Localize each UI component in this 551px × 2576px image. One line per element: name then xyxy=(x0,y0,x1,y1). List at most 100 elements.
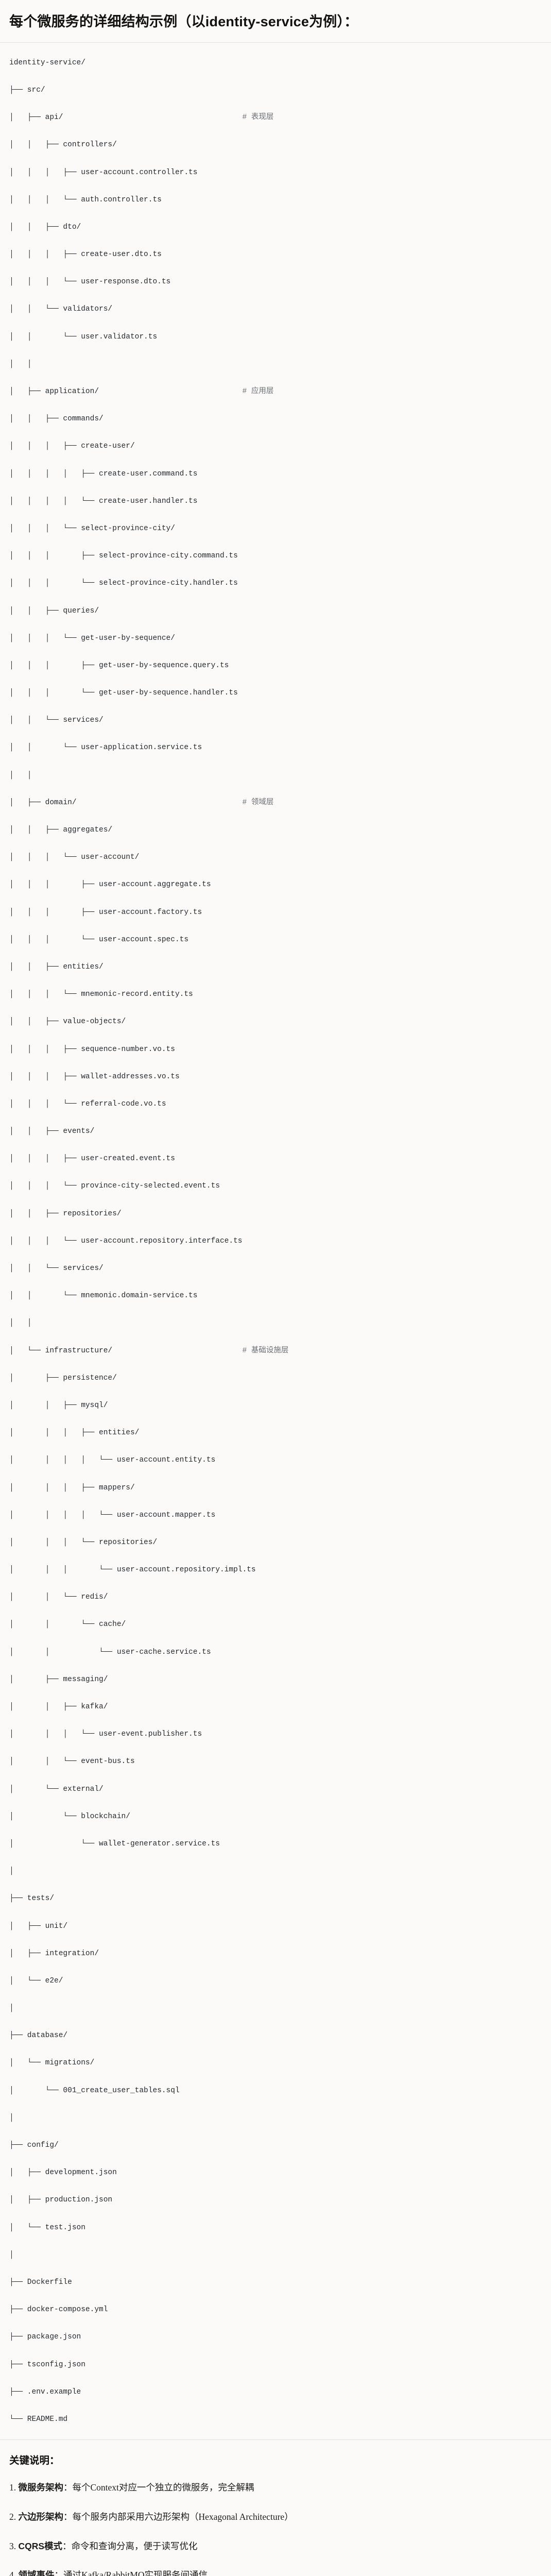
tree-line: │ │ │ │ └── user-account.mapper.ts xyxy=(9,1509,542,1522)
tree-line-path: │ └── migrations/ xyxy=(9,2059,95,2067)
tree-line-path: │ └── test.json xyxy=(9,2223,85,2232)
tree-line-path: │ ├── domain/ xyxy=(9,798,77,807)
tree-line: │ │ │ └── select-province-city.handler.t… xyxy=(9,577,542,590)
tree-line: │ │ ├── mysql/ xyxy=(9,1399,542,1412)
tree-line-path: │ │ │ ├── entities/ xyxy=(9,1429,140,1437)
tree-line: │ │ │ └── repositories/ xyxy=(9,1536,542,1549)
tree-line: └── README.md xyxy=(9,2413,542,2426)
tree-line: │ │ ├── aggregates/ xyxy=(9,823,542,837)
tree-line-path: identity-service/ xyxy=(9,58,85,67)
tree-line-path: │ │ ├── value-objects/ xyxy=(9,1018,126,1026)
tree-line: │ │ └── validators/ xyxy=(9,302,542,316)
tree-line: │ │ └── services/ xyxy=(9,1262,542,1275)
tree-line-path: │ │ ├── commands/ xyxy=(9,415,104,423)
tree-line: │ xyxy=(9,2111,542,2125)
tree-line: │ │ │ ├── create-user/ xyxy=(9,439,542,453)
tree-line-path: │ ├── api/ xyxy=(9,113,63,122)
tree-line: │ │ │ │ └── user-account.entity.ts xyxy=(9,1453,542,1467)
tree-line: │ │ │ └── user-event.publisher.ts xyxy=(9,1727,542,1741)
tree-line: │ │ │ │ ├── create-user.command.ts xyxy=(9,467,542,481)
tree-line: │ │ └── cache/ xyxy=(9,1618,542,1631)
tree-line: │ ├── development.json xyxy=(9,2166,542,2179)
tree-line: │ ├── domain/ # 领域层 xyxy=(9,796,542,809)
tree-line-path: │ │ xyxy=(9,360,32,368)
tree-line-path: ├── tests/ xyxy=(9,1894,55,1903)
tree-line: │ ├── messaging/ xyxy=(9,1673,542,1686)
tree-line-comment: # 应用层 xyxy=(242,387,274,396)
tree-line: │ ├── production.json xyxy=(9,2193,542,2207)
tree-line-path: ├── Dockerfile xyxy=(9,2278,72,2286)
tree-line-path: │ │ │ └── user-account.spec.ts xyxy=(9,935,189,944)
tree-line: │ │ ├── queries/ xyxy=(9,604,542,618)
tree-line: │ │ │ └── province-city-selected.event.t… xyxy=(9,1179,542,1193)
tree-line-path: │ │ └── mnemonic.domain-service.ts xyxy=(9,1292,198,1300)
tree-line: │ │ ├── dto/ xyxy=(9,221,542,234)
tree-line-path: │ ├── messaging/ xyxy=(9,1675,108,1684)
tree-line: ├── .env.example xyxy=(9,2385,542,2399)
tree-line: │ │ │ └── get-user-by-sequence.handler.t… xyxy=(9,686,542,700)
tree-line: │ │ └── redis/ xyxy=(9,1590,542,1604)
tree-line-path: │ │ └── user-application.service.ts xyxy=(9,743,202,752)
tree-line-path: │ │ │ └── user-account.repository.interf… xyxy=(9,1236,243,1245)
tree-line-path: │ │ │ ├── get-user-by-sequence.query.ts xyxy=(9,661,229,670)
tree-line: │ │ xyxy=(9,358,542,371)
tree-line-path: │ │ │ └── user-response.dto.ts xyxy=(9,278,171,286)
tree-line: │ │ │ ├── wallet-addresses.vo.ts xyxy=(9,1070,542,1083)
tree-line: ├── database/ xyxy=(9,2029,542,2042)
tree-line-path: ├── docker-compose.yml xyxy=(9,2306,108,2314)
tree-line-path: │ │ └── user.validator.ts xyxy=(9,332,158,341)
tree-line-path: │ xyxy=(9,1867,14,1876)
key-note-term: 领域事件 xyxy=(18,2570,55,2576)
tree-line-path: │ │ ├── events/ xyxy=(9,1127,95,1136)
tree-line: │ │ ├── repositories/ xyxy=(9,1207,542,1221)
tree-line-path: │ xyxy=(9,2004,14,2013)
tree-line-path: │ │ └── event-bus.ts xyxy=(9,1757,135,1766)
tree-line-path: ├── database/ xyxy=(9,2031,68,2040)
tree-line-path: │ │ └── cache/ xyxy=(9,1620,126,1629)
tree-line: ├── src/ xyxy=(9,83,542,97)
tree-line: │ │ │ └── user-account.repository.impl.t… xyxy=(9,1563,542,1577)
tree-line: │ │ ├── controllers/ xyxy=(9,138,542,151)
tree-line: │ │ │ ├── select-province-city.command.t… xyxy=(9,549,542,563)
tree-line-path: │ ├── development.json xyxy=(9,2168,117,2177)
tree-line: │ │ xyxy=(9,1316,542,1330)
key-note-item: 4. 领域事件：通过Kafka/RabbitMQ实现服务间通信 xyxy=(9,2567,542,2576)
tree-line: │ └── test.json xyxy=(9,2221,542,2234)
tree-line-path: │ │ │ └── get-user-by-sequence.handler.t… xyxy=(9,689,238,698)
tree-line: │ ├── unit/ xyxy=(9,1920,542,1933)
tree-line: │ │ │ │ └── create-user.handler.ts xyxy=(9,495,542,508)
tree-line-path: │ │ │ │ └── create-user.handler.ts xyxy=(9,497,198,505)
tree-line: │ │ ├── entities/ xyxy=(9,960,542,974)
tree-line-path: │ │ │ └── referral-code.vo.ts xyxy=(9,1099,166,1108)
key-note-number: 4. xyxy=(9,2570,19,2576)
tree-line: │ │ │ └── select-province-city/ xyxy=(9,522,542,535)
tree-line: │ xyxy=(9,2002,542,2015)
tree-line-path: │ │ │ └── mnemonic-record.entity.ts xyxy=(9,990,193,999)
tree-line-path: │ │ │ └── auth.controller.ts xyxy=(9,195,162,204)
tree-line-path: ├── package.json xyxy=(9,2333,81,2342)
key-note-description: 每个服务内部采用六边形架构（Hexagonal Architecture） xyxy=(72,2511,294,2522)
tree-line: │ └── e2e/ xyxy=(9,1974,542,1988)
tree-line: │ │ └── user.validator.ts xyxy=(9,330,542,344)
tree-line: │ │ └── event-bus.ts xyxy=(9,1755,542,1768)
tree-line: │ │ │ └── mnemonic-record.entity.ts xyxy=(9,988,542,1001)
tree-line: │ │ ├── commands/ xyxy=(9,412,542,426)
tree-line: │ │ │ └── get-user-by-sequence/ xyxy=(9,632,542,645)
key-note-number: 3. xyxy=(9,2540,19,2551)
tree-line: │ └── infrastructure/ # 基础设施层 xyxy=(9,1344,542,1358)
tree-line-path: │ └── external/ xyxy=(9,1785,104,1793)
tree-line: ├── Dockerfile xyxy=(9,2276,542,2289)
tree-line-path: │ │ └── redis/ xyxy=(9,1593,108,1602)
page-title: 每个微服务的详细结构示例（以identity-service为例）： xyxy=(9,14,358,29)
tree-line-path: ├── .env.example xyxy=(9,2387,81,2396)
tree-line-comment: # 领域层 xyxy=(242,798,274,807)
tree-line-path: │ │ │ └── user-account.repository.impl.t… xyxy=(9,1566,256,1574)
tree-line-path: │ │ └── validators/ xyxy=(9,305,113,314)
tree-line: │ │ └── services/ xyxy=(9,714,542,727)
tree-line-path: │ │ │ ├── select-province-city.command.t… xyxy=(9,552,238,561)
tree-line-path: │ │ │ └── get-user-by-sequence/ xyxy=(9,634,175,642)
tree-line-path: │ │ │ ├── create-user.dto.ts xyxy=(9,250,162,259)
